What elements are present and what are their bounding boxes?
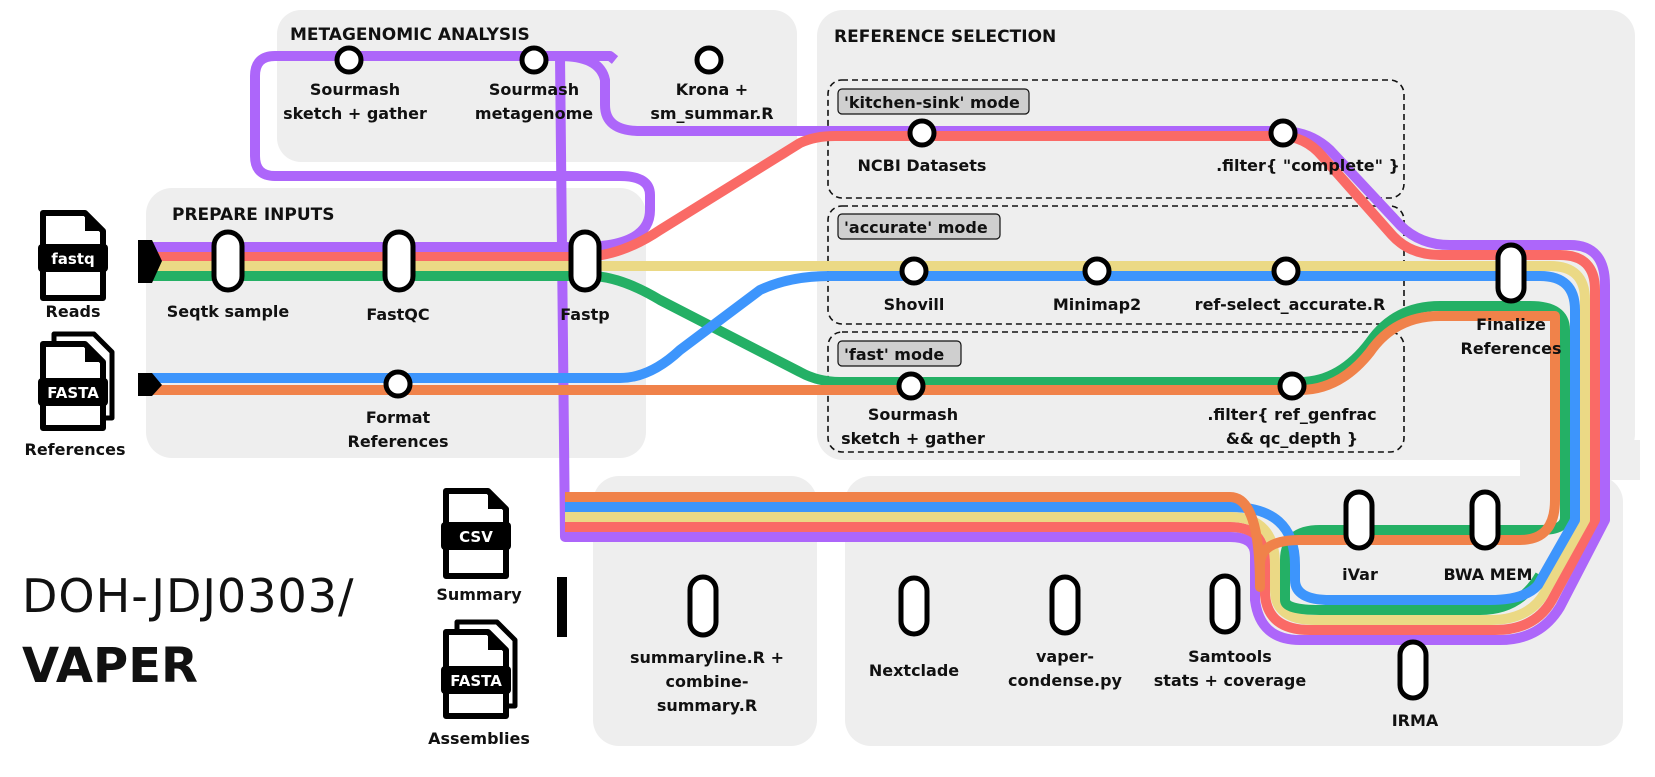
title-name: VAPER	[22, 638, 198, 694]
reads-file-tag: fastq	[51, 250, 94, 268]
station-fastqc[interactable]	[382, 229, 416, 293]
station-seqtk[interactable]	[211, 229, 245, 293]
label-sourmash-fast-2: sketch + gather	[841, 429, 985, 448]
references-file-icon: FASTA	[38, 331, 115, 431]
label-filter-complete: .filter{ "complete" }	[1216, 156, 1400, 175]
label-sourmash-meta-1: Sourmash	[310, 80, 400, 99]
mode-label-fast-bg	[837, 340, 962, 367]
label-summaryline-3: summary.R	[657, 696, 757, 715]
references-label: References	[25, 440, 126, 459]
label-format-references-2: References	[348, 432, 449, 451]
label-finalize-2: References	[1461, 339, 1562, 358]
station-krona[interactable]	[694, 45, 724, 75]
assemblies-file-icon: FASTA	[441, 619, 518, 719]
station-finalize-references[interactable]	[1495, 242, 1527, 304]
section-title-reference: REFERENCE SELECTION	[834, 27, 1056, 47]
station-sourmash-meta[interactable]	[334, 45, 364, 75]
label-vaper-condense-1: vaper-	[1036, 647, 1094, 666]
line-orange	[145, 311, 1560, 592]
label-ivar: iVar	[1342, 565, 1378, 584]
label-sourmash-metagenome-2: metagenome	[475, 104, 593, 123]
input-arrow-reads	[138, 240, 162, 283]
station-ref-select-accurate[interactable]	[1271, 256, 1301, 286]
label-fastqc: FastQC	[366, 305, 429, 324]
summary-line-terminus	[557, 577, 567, 637]
label-samtools-1: Samtools	[1188, 647, 1272, 666]
label-sourmash-fast-1: Sourmash	[868, 405, 958, 424]
station-filter-complete[interactable]	[1268, 118, 1298, 148]
input-arrow-references	[138, 373, 162, 396]
mode-label-kitchen-sink-bg	[837, 88, 1030, 115]
label-samtools-2: stats + coverage	[1154, 671, 1307, 690]
label-format-references-1: Format	[366, 408, 431, 427]
section-reference-bg	[817, 10, 1635, 460]
summary-label: Summary	[436, 585, 522, 604]
label-finalize-1: Finalize	[1476, 315, 1546, 334]
label-summaryline-2: combine-	[666, 672, 749, 691]
station-vaper-condense[interactable]	[1049, 574, 1081, 636]
label-bwa-mem: BWA MEM	[1444, 565, 1533, 584]
label-seqtk: Seqtk sample	[167, 302, 290, 321]
label-vaper-condense-2: condense.py	[1008, 671, 1122, 690]
assemblies-file-tag: FASTA	[450, 672, 502, 690]
mode-label-fast: 'fast' mode	[844, 345, 944, 364]
station-bwa-mem[interactable]	[1469, 489, 1501, 551]
station-ncbi-datasets[interactable]	[907, 118, 937, 148]
section-title-prepare: PREPARE INPUTS	[172, 205, 335, 225]
label-ncbi-datasets: NCBI Datasets	[858, 156, 987, 175]
station-irma[interactable]	[1397, 639, 1429, 701]
mode-label-kitchen-sink: 'kitchen-sink' mode	[844, 93, 1020, 112]
label-irma: IRMA	[1392, 711, 1439, 730]
label-filter-genfrac-2: && qc_depth }	[1226, 429, 1358, 448]
assemblies-label: Assemblies	[428, 729, 530, 748]
station-minimap2[interactable]	[1082, 256, 1112, 286]
metro-lines	[145, 51, 1610, 646]
mode-box-fast	[827, 331, 1405, 453]
label-nextclade: Nextclade	[869, 661, 959, 680]
line-yellow	[145, 261, 1590, 625]
mode-label-accurate: 'accurate' mode	[844, 218, 988, 237]
station-format-references[interactable]	[383, 369, 413, 399]
label-sourmash-meta-2: sketch + gather	[283, 104, 427, 123]
label-fastp: Fastp	[560, 305, 609, 324]
mode-box-kitchen-sink	[827, 79, 1405, 199]
label-minimap2: Minimap2	[1053, 295, 1141, 314]
station-ivar[interactable]	[1343, 489, 1375, 551]
station-sourmash-fast[interactable]	[896, 371, 926, 401]
label-sourmash-metagenome-1: Sourmash	[489, 80, 579, 99]
label-filter-genfrac-1: .filter{ ref_genfrac	[1207, 405, 1376, 424]
mode-label-accurate-bg	[837, 213, 1001, 240]
label-summaryline-1: summaryline.R +	[630, 648, 784, 667]
station-summaryline[interactable]	[687, 574, 719, 638]
label-shovill: Shovill	[884, 295, 945, 314]
reads-file-icon: fastq	[38, 210, 108, 301]
line-purple	[145, 51, 1610, 646]
label-krona-1: Krona +	[676, 80, 748, 99]
label-krona-2: sm_summar.R	[650, 104, 773, 123]
reads-label: Reads	[46, 302, 101, 321]
station-fastp[interactable]	[568, 229, 602, 293]
line-green	[145, 271, 1570, 615]
label-ref-select-accurate: ref-select_accurate.R	[1195, 295, 1386, 314]
station-shovill[interactable]	[899, 256, 929, 286]
line-red	[145, 131, 1600, 635]
title-org: DOH-JDJ0303/	[22, 569, 355, 623]
line-blue	[145, 271, 1580, 605]
station-nextclade[interactable]	[898, 575, 930, 637]
summary-file-icon: CSV	[441, 488, 511, 579]
section-title-metagenomic: METAGENOMIC ANALYSIS	[290, 25, 530, 45]
references-file-tag: FASTA	[47, 384, 99, 402]
section-metagenomic-bg	[277, 10, 797, 162]
summary-file-tag: CSV	[459, 528, 493, 546]
station-sourmash-metagenome[interactable]	[519, 45, 549, 75]
station-samtools[interactable]	[1209, 573, 1241, 635]
station-filter-genfrac[interactable]	[1277, 371, 1307, 401]
